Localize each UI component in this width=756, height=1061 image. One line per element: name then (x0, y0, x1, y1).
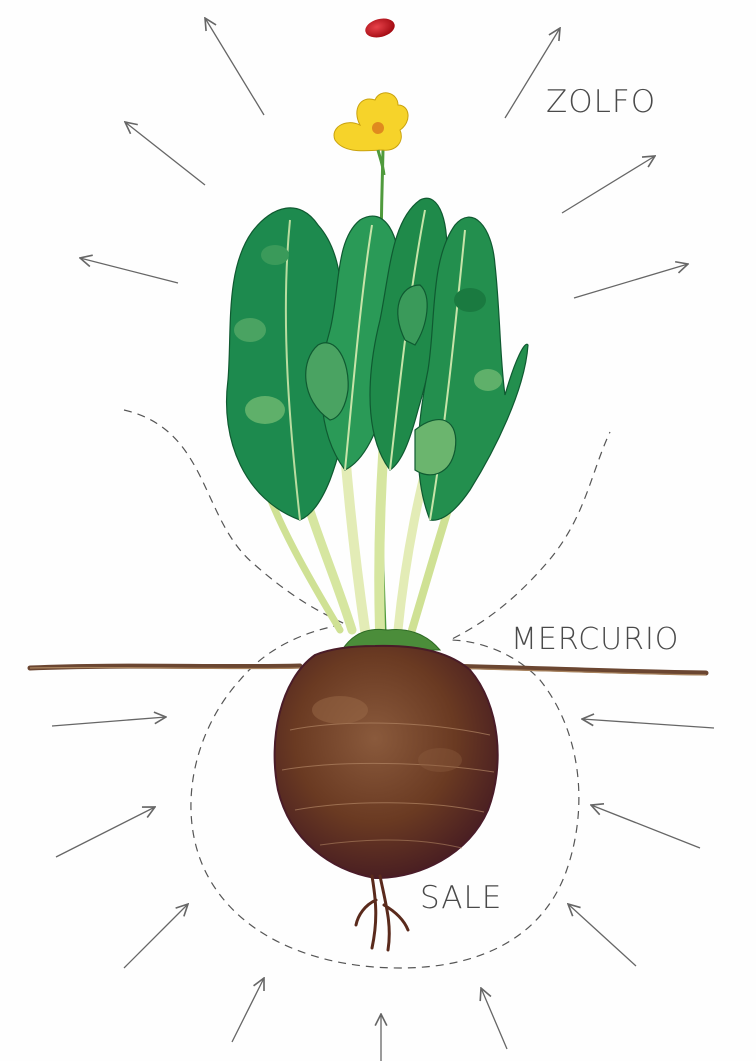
arrow-inward (481, 988, 507, 1049)
arrow-outward (125, 122, 205, 185)
label-zolfo: ZOLFO (546, 84, 656, 120)
arrow-outward (574, 264, 688, 298)
label-mercurio: MERCURIO (511, 622, 679, 657)
red-seed (363, 16, 396, 41)
arrow-inward (568, 904, 636, 966)
arrow-inward (582, 719, 714, 728)
arrow-inward (232, 978, 264, 1042)
arrow-outward (205, 18, 264, 115)
arrow-inward (591, 805, 700, 848)
arrow-outward (80, 258, 178, 283)
arrow-outward (562, 156, 655, 213)
arrow-inward (52, 717, 166, 726)
arrow-inward (124, 904, 188, 968)
yellow-flower (334, 93, 408, 175)
label-sale: SALE (420, 880, 502, 916)
taproot (356, 876, 408, 950)
arrow-inward (56, 807, 155, 857)
